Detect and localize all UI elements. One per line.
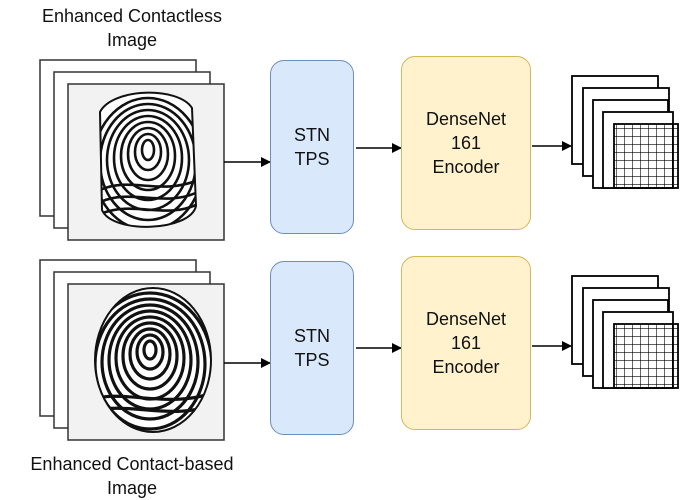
caption-contactless-line1: Enhanced Contactless <box>41 6 223 26</box>
encoder-depth-label: 161 <box>450 333 482 353</box>
stn-tps-block-bottom: STN TPS <box>270 261 354 435</box>
stn-tps-block-top: STN TPS <box>270 60 354 234</box>
contact-based-image-stack <box>39 259 225 441</box>
caption-contact-based: Enhanced Contact-based Image <box>2 452 262 500</box>
contactless-image-stack <box>39 59 225 241</box>
densenet-encoder-block-top: DenseNet 161 Encoder <box>401 56 531 230</box>
encoder-role-label: Encoder <box>432 157 500 177</box>
arrows <box>224 141 572 368</box>
feature-map-stack-top <box>571 75 679 189</box>
feature-grid-icon-bottom <box>613 323 679 389</box>
encoder-depth-label: 161 <box>450 133 482 153</box>
feature-map-stack-bottom <box>571 275 679 389</box>
encoder-name-label: DenseNet <box>425 309 507 329</box>
caption-contactless: Enhanced Contactless Image <box>2 4 262 52</box>
stn-label: STN <box>294 125 330 145</box>
feature-grid-icon-top <box>613 123 679 189</box>
caption-contactless-line2: Image <box>106 30 158 50</box>
caption-contact-based-line1: Enhanced Contact-based <box>30 454 234 474</box>
encoder-name-label: DenseNet <box>425 109 507 129</box>
densenet-encoder-block-bottom: DenseNet 161 Encoder <box>401 256 531 430</box>
stn-label: STN <box>294 326 330 346</box>
tps-label: TPS <box>294 149 330 169</box>
encoder-role-label: Encoder <box>432 357 500 377</box>
tps-label: TPS <box>294 350 330 370</box>
caption-contact-based-line2: Image <box>106 478 158 498</box>
contactless-fingerprint-icon <box>98 91 198 228</box>
contact-based-fingerprint-icon <box>94 287 212 433</box>
